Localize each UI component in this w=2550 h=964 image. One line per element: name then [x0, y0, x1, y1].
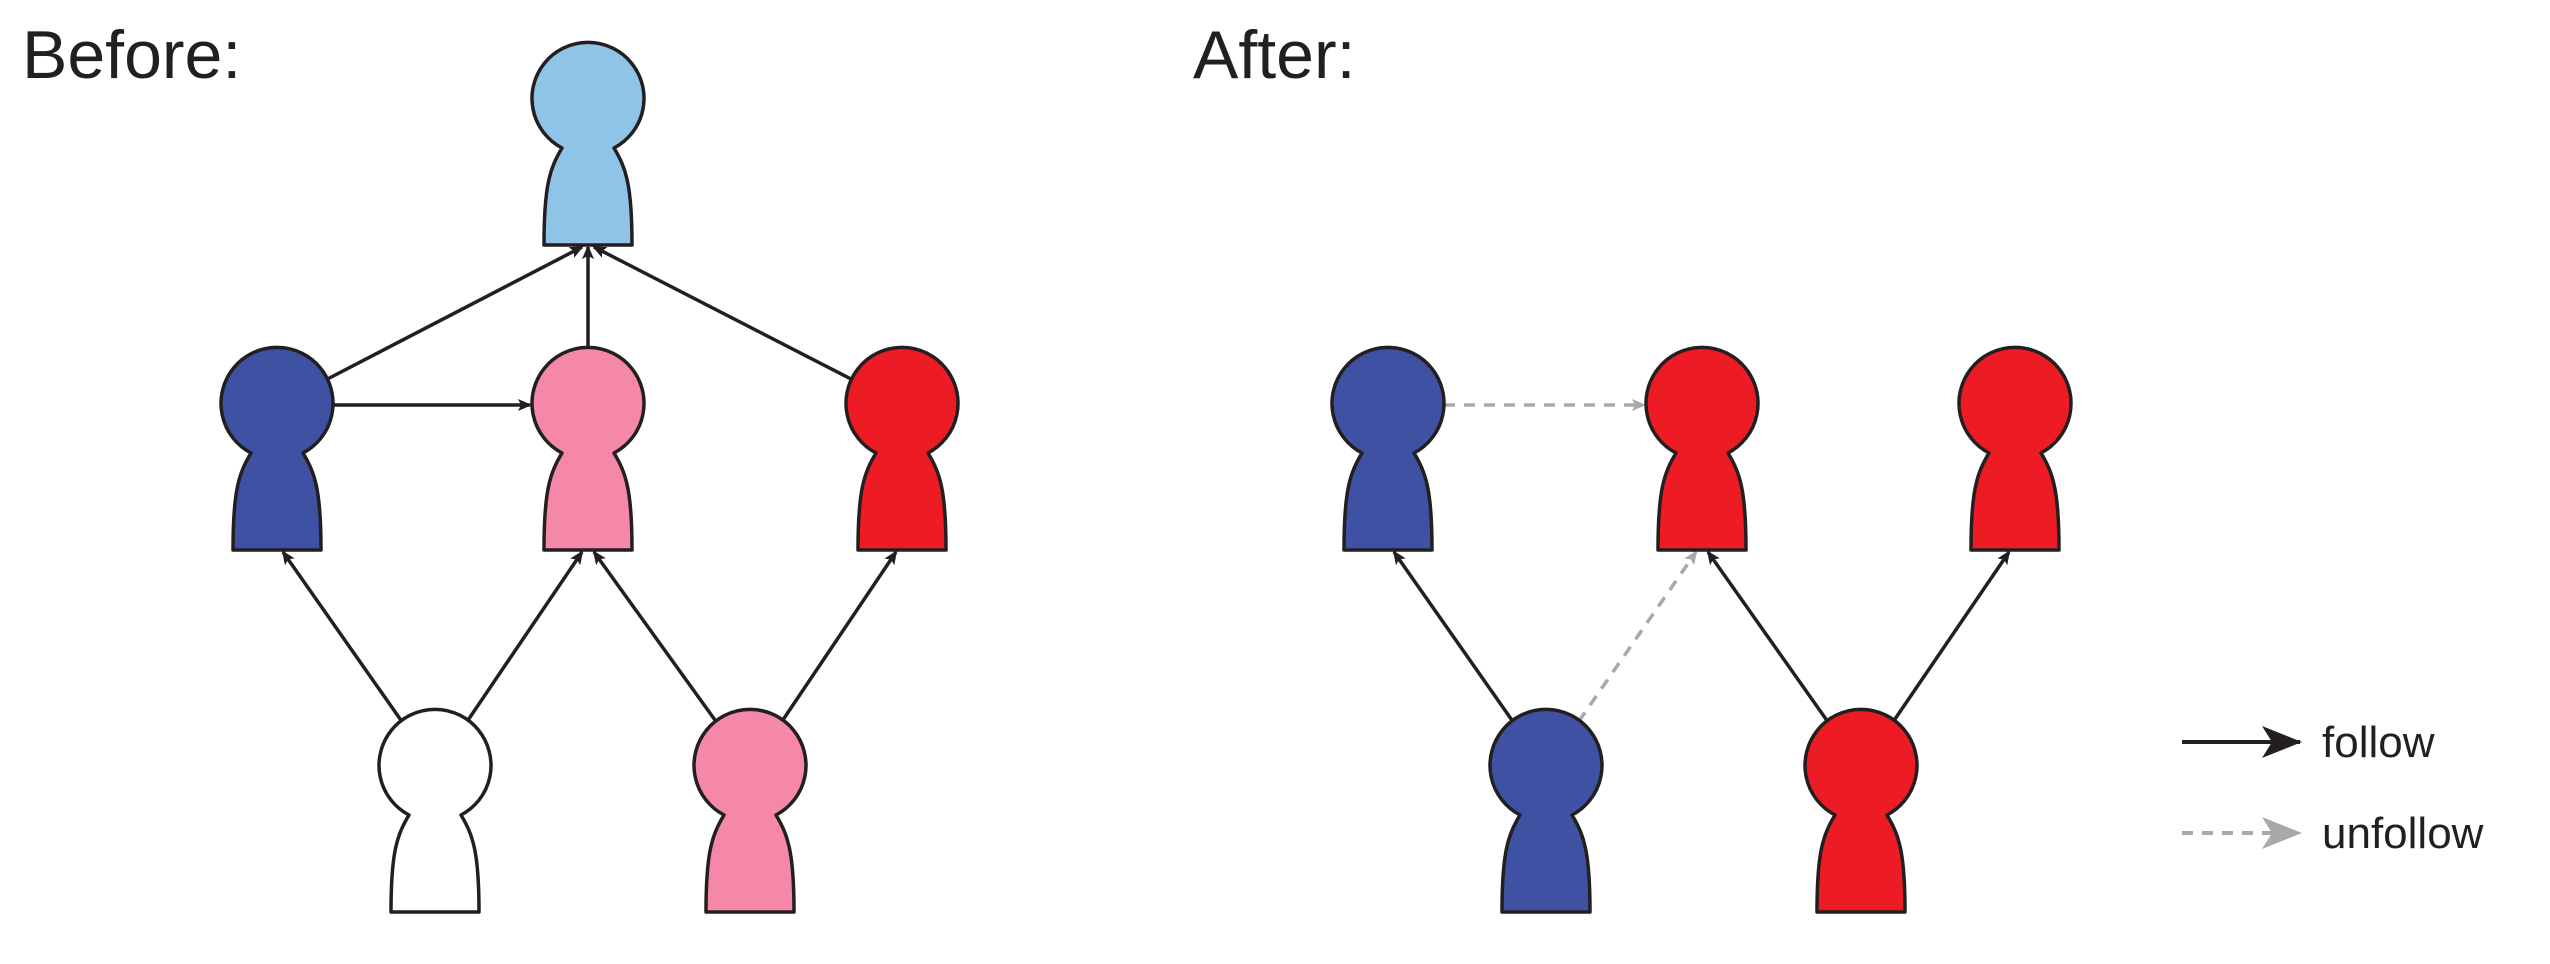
legend-unfollow-arrowhead	[2262, 817, 2302, 849]
before-follow-edge-bottom-right-to-mid-right	[780, 550, 898, 723]
person-icon	[1488, 707, 1604, 914]
after-follow-edge-bottom-left-to-mid-left	[1392, 550, 1515, 723]
after-follow-edge-bottom-right-to-mid-right	[1891, 550, 2011, 723]
person-icon	[844, 345, 960, 552]
before-follow-edge-mid-left-to-top	[325, 245, 584, 381]
before-person-mid-left	[219, 345, 335, 552]
before-follow-edge-bottom-left-to-mid-left	[281, 550, 404, 723]
person-icon	[1330, 345, 1446, 552]
legend-unfollow-label: unfollow	[2322, 809, 2484, 858]
after-person-mid-center	[1644, 345, 1760, 552]
edges-layer	[281, 245, 2011, 724]
person-icon	[1957, 345, 2073, 552]
before-follow-edge-bottom-right-to-mid-center	[592, 550, 718, 724]
after-person-bottom-left	[1488, 707, 1604, 914]
after-unfollow-edge-bottom-left-to-mid-center	[1577, 550, 1698, 723]
person-icon	[377, 707, 493, 914]
legend-follow-arrowhead	[2262, 726, 2302, 758]
before-person-bottom-left	[377, 707, 493, 914]
before-follow-edge-mid-right-to-top	[592, 245, 853, 382]
nodes-layer	[219, 40, 2073, 914]
before-person-top	[530, 40, 646, 247]
person-icon	[219, 345, 335, 552]
person-icon	[692, 707, 808, 914]
legend-follow-label: follow	[2322, 718, 2435, 767]
after-person-mid-right	[1957, 345, 2073, 552]
person-icon	[1803, 707, 1919, 914]
before-person-mid-center	[530, 345, 646, 552]
legend: follow unfollow	[2182, 718, 2484, 858]
person-icon	[530, 345, 646, 552]
before-panel-title: Before:	[22, 17, 241, 93]
before-person-mid-right	[844, 345, 960, 552]
before-follow-edge-bottom-left-to-mid-center	[465, 550, 584, 723]
after-person-mid-left	[1330, 345, 1446, 552]
person-icon	[530, 40, 646, 247]
after-person-bottom-right	[1803, 707, 1919, 914]
before-person-bottom-right	[692, 707, 808, 914]
person-icon	[1644, 345, 1760, 552]
after-follow-edge-bottom-right-to-mid-center	[1706, 550, 1830, 723]
after-panel-title: After:	[1193, 17, 1356, 93]
